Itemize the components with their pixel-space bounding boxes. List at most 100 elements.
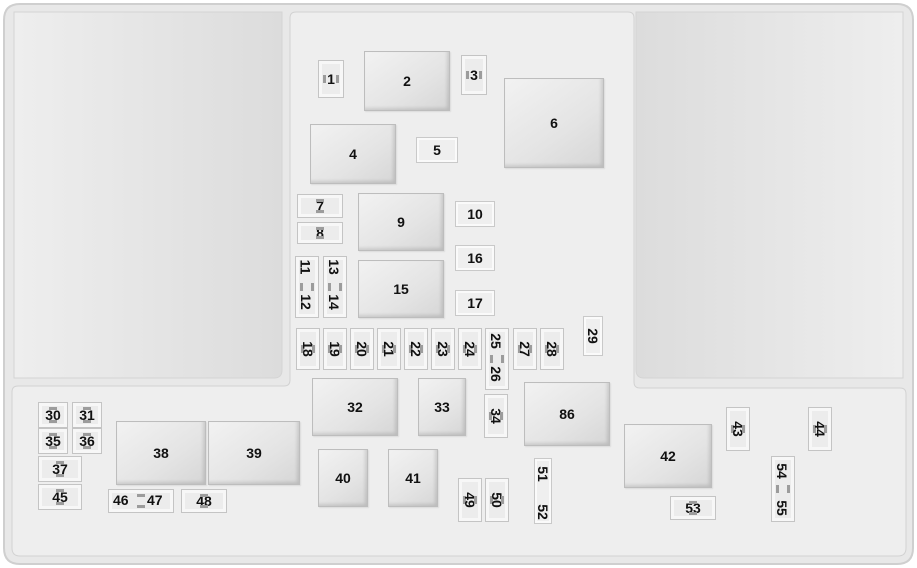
relay-9[interactable]: 9 xyxy=(358,193,444,251)
fuse-11-12[interactable] xyxy=(295,256,319,318)
relay-15-label: 15 xyxy=(393,281,409,297)
fuse-24[interactable]: 24 xyxy=(458,328,482,370)
fuse-50[interactable]: 50 xyxy=(485,478,509,522)
fuse-37[interactable]: 37 xyxy=(38,456,82,482)
relay-40-label: 40 xyxy=(335,470,351,486)
relay-40[interactable]: 40 xyxy=(318,449,368,507)
fuse-46-47[interactable] xyxy=(108,489,174,513)
fuse-7[interactable]: 7 xyxy=(297,194,343,218)
relay-33-label: 33 xyxy=(434,399,450,415)
fuse-51-label: 51 xyxy=(534,466,551,482)
fuse-22-label: 22 xyxy=(407,341,424,357)
relay-42-label: 42 xyxy=(660,448,676,464)
fuse-43[interactable]: 43 xyxy=(726,407,750,451)
fuse-23[interactable]: 23 xyxy=(431,328,455,370)
fuse-13-label: 13 xyxy=(325,259,342,275)
fuse-29[interactable]: 29 xyxy=(583,316,603,356)
fuse-5-label: 5 xyxy=(433,142,441,158)
fuse-12-label: 12 xyxy=(297,294,314,310)
fuse-28[interactable]: 28 xyxy=(540,328,564,370)
fuse-44-label: 44 xyxy=(811,421,828,437)
fuse-54-55[interactable] xyxy=(771,456,795,522)
relay-32[interactable]: 32 xyxy=(312,378,398,436)
relay-33[interactable]: 33 xyxy=(418,378,466,436)
relay-38[interactable]: 38 xyxy=(116,421,206,485)
fuse-17-label: 17 xyxy=(467,295,483,311)
fuse-5[interactable]: 5 xyxy=(416,137,458,163)
fuse-27-label: 27 xyxy=(516,341,533,357)
fuse-8-label: 8 xyxy=(316,225,324,241)
fuse-24-label: 24 xyxy=(461,341,478,357)
fuse-3-label: 3 xyxy=(470,67,478,83)
relay-42[interactable]: 42 xyxy=(624,424,712,488)
fuse-36-label: 36 xyxy=(79,433,95,449)
fuse-45[interactable]: 45 xyxy=(38,484,82,510)
fuse-35-label: 35 xyxy=(45,433,61,449)
fuse-35[interactable]: 35 xyxy=(38,428,68,454)
fuse-14-label: 14 xyxy=(325,294,342,310)
relay-9-label: 9 xyxy=(397,214,405,230)
relay-86[interactable]: 86 xyxy=(524,382,610,446)
fuse-50-label: 50 xyxy=(488,492,505,508)
fuse-43-label: 43 xyxy=(729,421,746,437)
fuse-31-label: 31 xyxy=(79,407,95,423)
relay-4-label: 4 xyxy=(349,146,357,162)
fuse-48-label: 48 xyxy=(196,493,212,509)
fuse-49[interactable]: 49 xyxy=(458,478,482,522)
fuse-47-label: 47 xyxy=(147,492,163,508)
fuse-27[interactable]: 27 xyxy=(513,328,537,370)
relay-6[interactable]: 6 xyxy=(504,78,604,168)
fuse-25-label: 25 xyxy=(487,333,504,349)
fuse-13-14[interactable] xyxy=(323,256,347,318)
fuse-30[interactable]: 30 xyxy=(38,402,68,428)
fuse-34-label: 34 xyxy=(487,408,504,424)
relay-32-label: 32 xyxy=(347,399,363,415)
fuse-19[interactable]: 19 xyxy=(323,328,347,370)
fuse-51-52[interactable] xyxy=(534,458,552,524)
fuse-36[interactable]: 36 xyxy=(72,428,102,454)
relay-38-label: 38 xyxy=(153,445,169,461)
fuse-18-label: 18 xyxy=(299,341,316,357)
relay-4[interactable]: 4 xyxy=(310,124,396,184)
relay-41[interactable]: 41 xyxy=(388,449,438,507)
fuse-8[interactable]: 8 xyxy=(297,222,343,244)
fuse-28-label: 28 xyxy=(543,341,560,357)
fuse-18[interactable]: 18 xyxy=(296,328,320,370)
fuse-52-label: 52 xyxy=(534,504,551,520)
fuse-55-label: 55 xyxy=(773,500,790,516)
relay-41-label: 41 xyxy=(405,470,421,486)
fuse-3[interactable]: 3 xyxy=(461,55,487,95)
fuse-29-label: 29 xyxy=(584,328,601,344)
fuse-1[interactable]: 1 xyxy=(318,60,344,98)
fuse-34[interactable]: 34 xyxy=(484,394,508,438)
fuse-48[interactable]: 48 xyxy=(181,489,227,513)
relay-15[interactable]: 15 xyxy=(358,260,444,318)
fuse-30-label: 30 xyxy=(45,407,61,423)
fuse-53-label: 53 xyxy=(685,500,701,516)
fuse-17[interactable]: 17 xyxy=(455,290,495,316)
fuse-53[interactable]: 53 xyxy=(670,496,716,520)
fuse-31[interactable]: 31 xyxy=(72,402,102,428)
fuse-20[interactable]: 20 xyxy=(350,328,374,370)
fuse-16[interactable]: 16 xyxy=(455,245,495,271)
relay-6-label: 6 xyxy=(550,115,558,131)
fuse-46-label: 46 xyxy=(113,492,129,508)
fuse-7-label: 7 xyxy=(316,198,324,214)
fuse-44[interactable]: 44 xyxy=(808,407,832,451)
fuse-23-label: 23 xyxy=(434,341,451,357)
fuse-54-label: 54 xyxy=(773,463,790,479)
relay-39-label: 39 xyxy=(246,445,262,461)
relay-2-label: 2 xyxy=(403,73,411,89)
fuse-20-label: 20 xyxy=(353,341,370,357)
fuse-25-26[interactable] xyxy=(485,328,509,390)
fuse-49-label: 49 xyxy=(461,492,478,508)
fuse-45-label: 45 xyxy=(52,489,68,505)
fuse-10[interactable]: 10 xyxy=(455,201,495,227)
fuse-10-label: 10 xyxy=(467,206,483,222)
relay-2[interactable]: 2 xyxy=(364,51,450,111)
fuse-11-label: 11 xyxy=(297,259,314,275)
fuse-21[interactable]: 21 xyxy=(377,328,401,370)
relay-39[interactable]: 39 xyxy=(208,421,300,485)
fuse-22[interactable]: 22 xyxy=(404,328,428,370)
relay-86-label: 86 xyxy=(559,406,575,422)
